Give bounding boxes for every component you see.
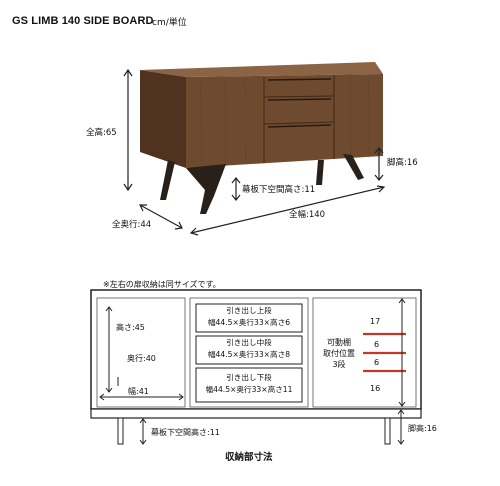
- drawer-bottom-dims: 幅44.5×奥行33×高さ11: [205, 385, 293, 394]
- drawer-box-middle: [195, 335, 303, 365]
- drawer-divider-2: [263, 121, 335, 125]
- total-width-label: 全幅:140: [289, 210, 326, 220]
- shelf-dim-3: 6: [374, 358, 380, 367]
- cabinet-top: [140, 62, 383, 77]
- drawer-top-dims: 幅44.5×奥行33×高さ6: [207, 318, 291, 327]
- shelf-dim-2: 6: [374, 340, 380, 349]
- left-height-label: 高さ:45: [116, 323, 145, 332]
- drawer-bottom-label: 引き出し下段 幅44.5×奥行33×高さ11: [196, 372, 302, 396]
- storage-note: ※左右の扉収納は同サイズです。: [103, 280, 221, 289]
- shelf-label: 可動棚 取付位置 3段: [323, 337, 355, 370]
- product-title: GS LIMB 140 SIDE BOARD: [12, 15, 154, 27]
- drawer-top-title: 引き出し上段: [226, 306, 272, 315]
- cabinet-legs: [160, 154, 364, 214]
- cabinet-side: [140, 70, 186, 168]
- drawer-middle-title: 引き出し中段: [226, 338, 272, 347]
- left-width-label: 幅:41: [128, 387, 149, 396]
- shelf-dim-1: 17: [370, 317, 381, 326]
- storage-leg-height-label: 脚高:16: [408, 424, 437, 433]
- unit-label: cm/単位: [152, 18, 187, 28]
- drawer-top-label: 引き出し上段 幅44.5×奥行33×高さ6: [196, 305, 302, 329]
- drawer-middle-label: 引き出し中段 幅44.5×奥行33×高さ8: [196, 337, 302, 361]
- total-depth-label: 全奥行:44: [112, 220, 152, 230]
- drawer-bottom-title: 引き出し下段: [226, 373, 272, 382]
- shelf-markers: [363, 332, 406, 373]
- storage-clearance-label: 幕板下空間高さ:11: [151, 428, 220, 437]
- leg-height-label: 脚高:16: [387, 158, 418, 168]
- drawer-middle-dims: 幅44.5×奥行33×高さ8: [207, 350, 291, 359]
- shelf-line3: 3段: [332, 360, 346, 369]
- left-depth-label: 奥行:40: [127, 354, 156, 363]
- shelf-line1: 可動棚: [327, 338, 351, 347]
- baseboard-clearance-label: 幕板下空間高さ:11: [242, 185, 316, 195]
- storage-caption: 収納部寸法: [225, 452, 273, 463]
- total-height-label: 全高:65: [86, 128, 117, 138]
- cabinet-front: [186, 74, 383, 168]
- shelf-dim-4: 16: [370, 384, 381, 393]
- drawer-box-top: [195, 303, 303, 333]
- drawer-box-bottom: [195, 367, 303, 403]
- shelf-line2: 取付位置: [323, 349, 355, 358]
- drawer-divider-1: [263, 95, 335, 98]
